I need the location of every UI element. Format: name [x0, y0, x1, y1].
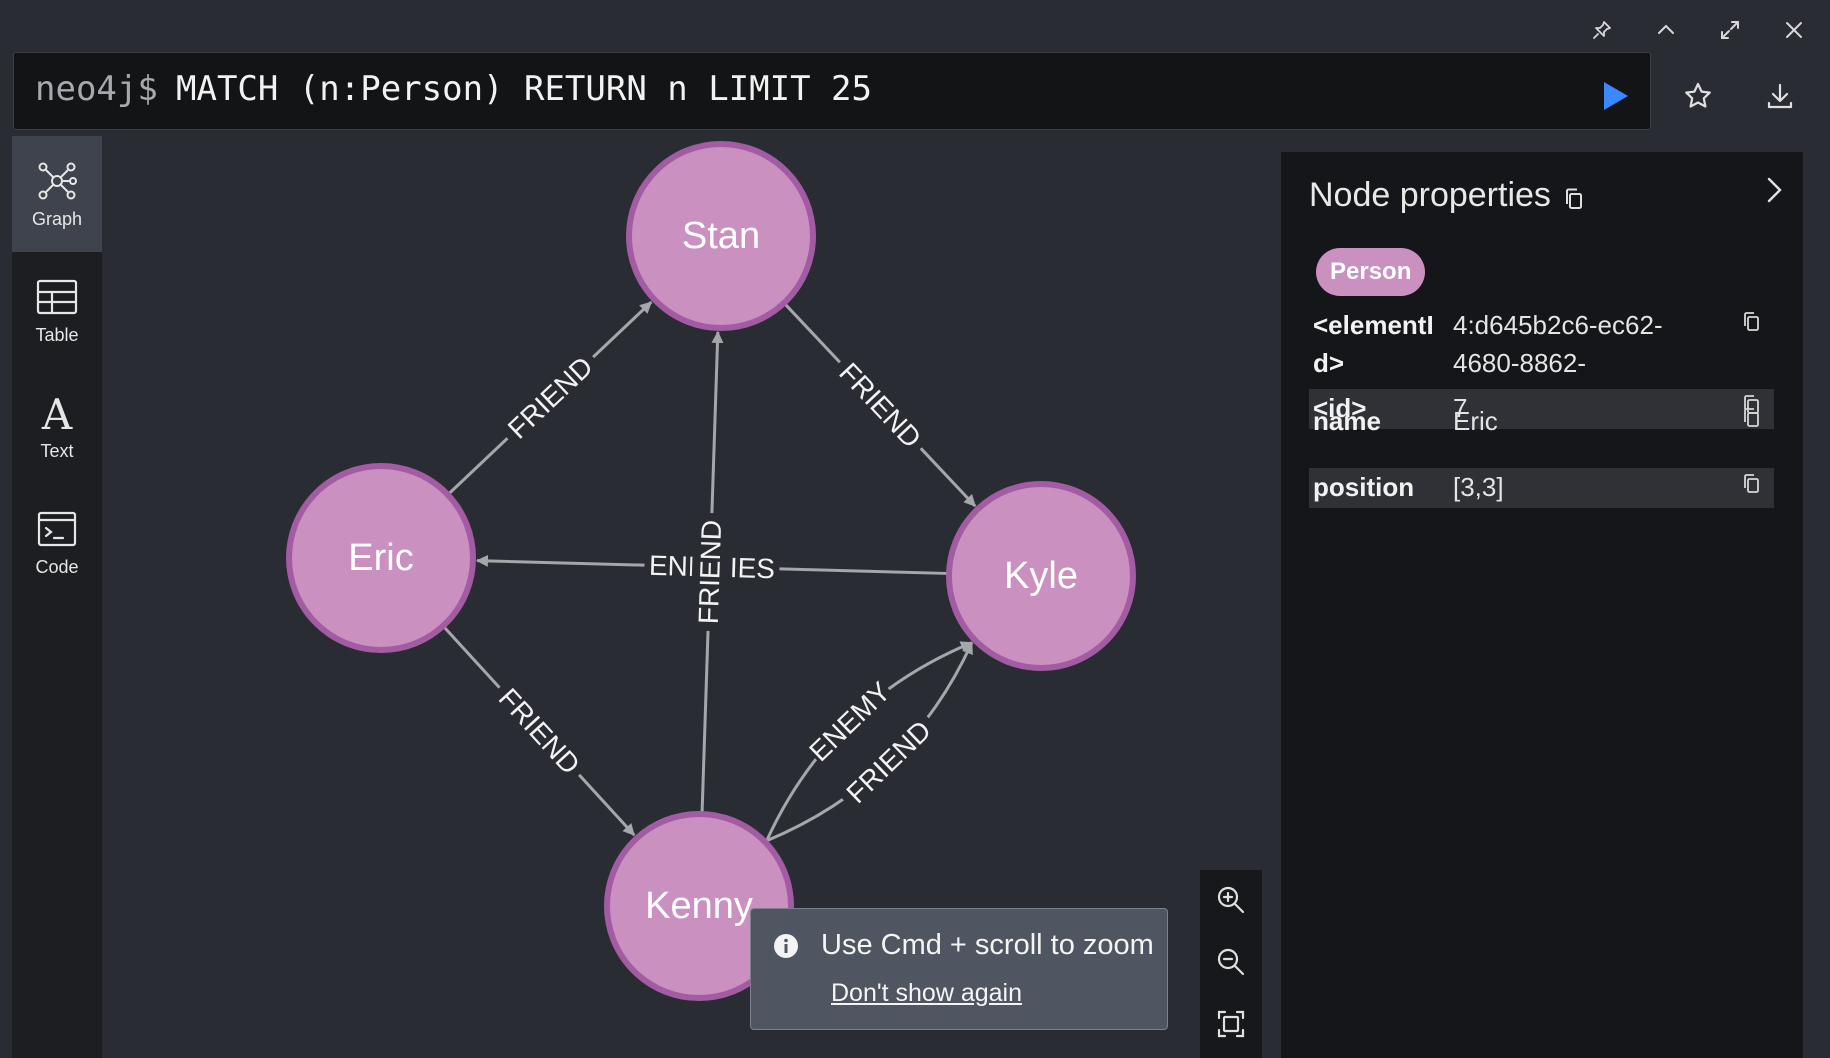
- copy-icon[interactable]: [1742, 310, 1762, 334]
- zoom-controls: [1200, 870, 1262, 1058]
- download-button[interactable]: [1760, 76, 1800, 116]
- fit-to-screen-icon: [1217, 1010, 1245, 1038]
- graph-node-eric[interactable]: [286, 463, 476, 653]
- property-key-line: d>: [1313, 348, 1345, 378]
- toast-message: Use Cmd + scroll to zoom: [821, 929, 1154, 961]
- property-row: <id> 7: [1309, 389, 1774, 429]
- star-icon: [1685, 82, 1711, 108]
- copy-icon[interactable]: [1742, 472, 1762, 496]
- run-button[interactable]: [1594, 76, 1634, 116]
- property-value-line: [3,3]: [1453, 472, 1504, 502]
- property-key: name: [1313, 402, 1381, 440]
- graph-node-kenny[interactable]: [604, 811, 794, 1001]
- close-icon[interactable]: [1776, 12, 1812, 48]
- download-icon: [1767, 83, 1793, 109]
- relationship-label-bg: [800, 673, 899, 770]
- property-key-line: position: [1313, 472, 1415, 502]
- graph-icon: [38, 162, 77, 199]
- editor-prompt: neo4j$: [35, 69, 158, 109]
- property-value-line: 4680-8862-: [1453, 348, 1586, 378]
- relationship-label-bg: [826, 349, 934, 461]
- info-icon: [774, 934, 798, 958]
- node-properties-panel: Node properties Person <elementI d> 4:d645…: [1281, 152, 1803, 1058]
- relationship-edge[interactable]: [765, 641, 973, 842]
- sidebar-item-table[interactable]: Table: [12, 252, 102, 368]
- relationship-label-bg: [486, 675, 593, 787]
- text-icon: A: [41, 391, 73, 435]
- copy-icon[interactable]: [1742, 406, 1762, 430]
- sidebar-item-text[interactable]: A Text: [12, 368, 102, 484]
- property-key-line: <id>: [1313, 393, 1367, 423]
- query-editor[interactable]: neo4j$ MATCH (n:Person) RETURN n LIMIT 2…: [13, 52, 1651, 130]
- property-key-line: name: [1313, 406, 1381, 436]
- collapse-panel-button[interactable]: [1756, 172, 1792, 208]
- relationship-label: FRIEND: [833, 357, 927, 454]
- table-icon: [36, 279, 78, 314]
- sidebar-item-graph[interactable]: Graph: [12, 136, 102, 252]
- zoom-in-button[interactable]: [1213, 882, 1249, 918]
- graph-canvas[interactable]: FRIENDFRIENDENEMIESFRIENDFRIENDENEMYFRIE…: [102, 136, 1282, 1058]
- graph-node-stan[interactable]: [626, 141, 816, 331]
- property-row: name Eric: [1309, 402, 1774, 444]
- query-text[interactable]: MATCH (n:Person) RETURN n LIMIT 25: [176, 69, 872, 109]
- sidebar-item-label: Code: [35, 556, 79, 577]
- panel-title: Node properties: [1309, 176, 1551, 214]
- zoom-out-button[interactable]: [1213, 944, 1249, 980]
- code-icon: [37, 511, 77, 546]
- property-value: [3,3]: [1453, 468, 1504, 506]
- zoom-out-icon: [1217, 948, 1245, 976]
- chevron-right-icon: [1767, 177, 1782, 203]
- zoom-in-icon: [1217, 886, 1245, 914]
- dont-show-again-link[interactable]: Don't show again: [831, 979, 1023, 1007]
- relationship-edge[interactable]: [766, 641, 974, 843]
- property-key: <id>: [1313, 389, 1366, 427]
- play-icon: [1604, 82, 1628, 110]
- chevron-up-icon[interactable]: [1648, 12, 1684, 48]
- relationship-label-bg: [495, 344, 606, 452]
- relationship-label-bg: [833, 707, 944, 816]
- property-key: <elementI d>: [1313, 306, 1434, 382]
- property-value-line: Eric: [1453, 406, 1498, 436]
- node-label-badge[interactable]: Person: [1316, 248, 1426, 296]
- copy-icon[interactable]: [1563, 186, 1585, 212]
- property-key: position: [1313, 468, 1414, 506]
- svg-text:A: A: [41, 391, 73, 435]
- view-sidebar: Graph Table A Text Code: [12, 136, 102, 1058]
- relationships-layer: FRIENDFRIENDENEMIESFRIENDFRIENDENEMYFRIE…: [443, 300, 977, 843]
- relationship-label: FRIEND: [502, 351, 599, 445]
- graph-node-label: Stan: [682, 215, 760, 257]
- graph-node-label: Eric: [348, 537, 413, 579]
- property-value-line: 7: [1453, 393, 1468, 423]
- maximize-icon[interactable]: [1712, 12, 1748, 48]
- property-key-line: <elementI: [1313, 310, 1434, 340]
- graph-node-label: Kyle: [1004, 555, 1078, 597]
- relationship-label: FRIEND: [693, 519, 727, 624]
- property-row: position [3,3]: [1309, 468, 1774, 508]
- sidebar-item-code[interactable]: Code: [12, 484, 102, 600]
- property-value: 7: [1453, 389, 1467, 427]
- sidebar-item-label: Text: [40, 440, 74, 461]
- pin-icon[interactable]: [1584, 12, 1620, 48]
- property-value-line: 4:d645b2c6-ec62-: [1453, 310, 1663, 340]
- fit-to-screen-button[interactable]: [1213, 1006, 1249, 1042]
- property-value: Eric: [1453, 402, 1498, 440]
- favorite-button[interactable]: [1678, 76, 1718, 116]
- graph-node-kyle[interactable]: [946, 481, 1136, 671]
- relationship-label-bg: [690, 512, 730, 632]
- sidebar-item-label: Graph: [31, 208, 83, 229]
- zoom-hint-toast: Use Cmd + scroll to zoom Don't show agai…: [750, 908, 1168, 1030]
- graph-node-label: Kenny: [645, 885, 753, 927]
- relationship-label: FRIEND: [493, 682, 586, 780]
- sidebar-item-label: Table: [35, 324, 79, 345]
